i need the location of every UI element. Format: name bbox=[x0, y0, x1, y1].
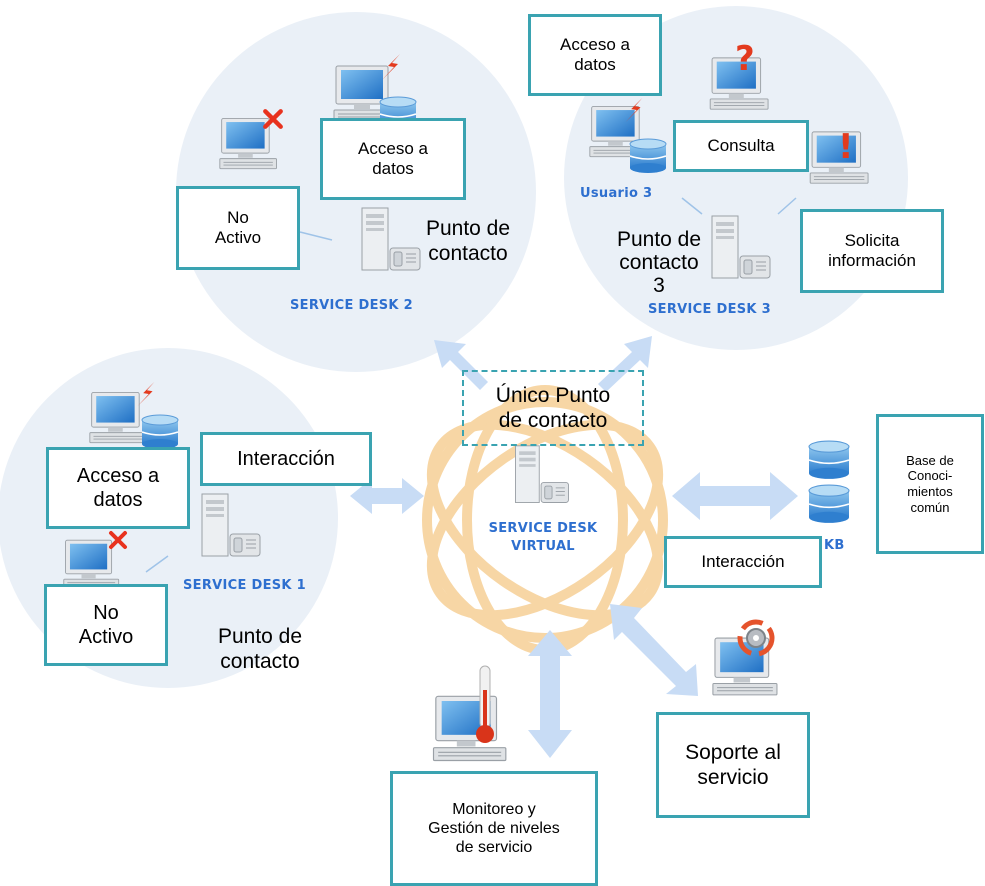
thermometer-icon bbox=[476, 665, 494, 743]
server-icon bbox=[515, 445, 569, 503]
arrow-up-left-sd2 bbox=[434, 340, 488, 390]
base-conocimientos-box: Base de Conoci- mientos común bbox=[876, 414, 984, 554]
database-icon bbox=[808, 484, 850, 524]
database-icon bbox=[141, 414, 179, 450]
consulta-box: Consulta bbox=[673, 120, 809, 172]
database-icon bbox=[629, 138, 667, 174]
arrow-right-kb bbox=[672, 472, 798, 520]
no-activo-box-sd2: No Activo bbox=[176, 186, 300, 270]
service-desk-virtual-label: SERVICE DESK VIRTUAL bbox=[488, 521, 598, 554]
usuario-3-label: Usuario 3 bbox=[580, 186, 653, 201]
punto-contacto-sd3: Punto de contacto 3 bbox=[616, 228, 702, 298]
soporte-servicio-box: Soporte al servicio bbox=[656, 712, 810, 818]
acceso-datos-box-sd2: Acceso a datos bbox=[320, 118, 466, 200]
unico-punto-contacto-box: Único Punto de contacto bbox=[462, 370, 644, 446]
database-icon bbox=[808, 440, 850, 480]
interaccion-box-left: Interacción bbox=[200, 432, 372, 486]
service-desk-3-label: SERVICE DESK 3 bbox=[648, 302, 771, 317]
arrow-left-interaction bbox=[350, 478, 424, 514]
monitoreo-box: Monitoreo y Gestión de niveles de servic… bbox=[390, 771, 598, 886]
computer-icon bbox=[89, 391, 147, 444]
arrow-bottom-right-support bbox=[610, 604, 698, 696]
solicita-informacion-box: Solicita información bbox=[800, 209, 944, 293]
service-desk-1-label: SERVICE DESK 1 bbox=[183, 578, 306, 593]
acceso-datos-box-sd1: Acceso a datos bbox=[46, 447, 190, 529]
exclamation-icon: ! bbox=[838, 127, 854, 167]
flow-arrows bbox=[350, 336, 798, 758]
arrow-up-right-sd3 bbox=[598, 336, 652, 392]
kb-label: KB bbox=[824, 538, 845, 553]
punto-contacto-sd2: Punto de contacto bbox=[425, 217, 511, 266]
computer-icon bbox=[432, 695, 507, 762]
acceso-datos-box-sd3: Acceso a datos bbox=[528, 14, 662, 96]
no-activo-box-sd1: No Activo bbox=[44, 584, 168, 666]
service-desk-2-label: SERVICE DESK 2 bbox=[290, 298, 413, 313]
arrow-bottom-monitoring bbox=[528, 630, 572, 758]
gear-icon bbox=[737, 619, 775, 657]
question-icon: ? bbox=[735, 39, 755, 79]
interaccion-box-right: Interacción bbox=[664, 536, 822, 588]
punto-contacto-sd1: Punto de contacto bbox=[217, 625, 303, 674]
